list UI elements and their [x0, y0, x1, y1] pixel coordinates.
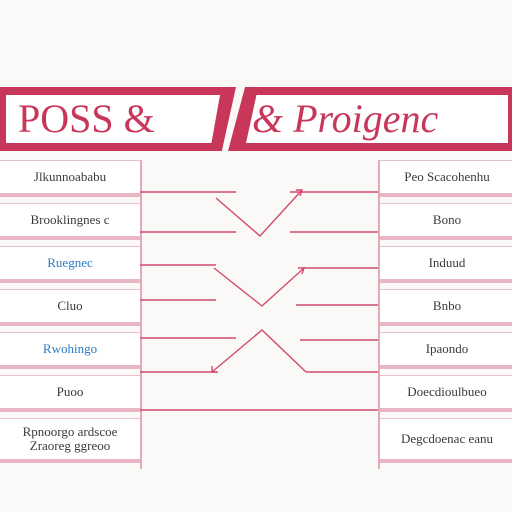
arrow-head-icon — [296, 189, 303, 197]
right-item-label: Doecdioulbueo — [407, 384, 487, 399]
left-item-label: Zraoreg ggreoo — [29, 438, 111, 453]
left-title: POSS & — [18, 96, 155, 141]
right-item-label: Ipaondo — [425, 341, 469, 356]
arrow-head-icon — [298, 267, 305, 275]
left-item: Jlkunnoababu — [0, 160, 140, 197]
right-item: Doecdioulbueo — [380, 375, 512, 412]
left-item: Brooklingnes c — [0, 203, 140, 240]
right-title-banner-inner — [246, 95, 508, 143]
right-item: Ipaondo — [380, 332, 512, 369]
right-item: Peo Scacohenhu — [380, 160, 512, 197]
right-item-label: Degcdoenac eanu — [400, 431, 494, 446]
right-title: & Proigenc — [252, 96, 439, 141]
left-title-banner-inner — [6, 95, 220, 143]
right-item-label: Peo Scacohenhu — [404, 169, 490, 184]
left-item-label: Rpnoorgo ardscoe — [22, 424, 118, 439]
right-item: Bono — [380, 203, 512, 240]
right-item: Induud — [380, 246, 512, 283]
right-item-label: Bono — [432, 212, 462, 227]
left-item-label: Cluo — [57, 298, 83, 313]
left-item-label: Puoo — [56, 384, 84, 399]
right-item-label: Bnbo — [432, 298, 462, 313]
left-item: Cluo — [0, 289, 140, 326]
connector-chevron — [215, 189, 303, 237]
left-item-label: Jlkunnoababu — [33, 169, 107, 184]
left-item-label: Brooklingnes c — [30, 212, 110, 227]
right-item-label: Induud — [428, 255, 466, 270]
connector-chevron — [211, 329, 307, 373]
connector-chevron — [213, 267, 305, 307]
right-item: Bnbo — [380, 289, 512, 326]
left-item: Puoo — [0, 375, 140, 412]
arrow-head-icon — [211, 366, 218, 373]
right-item: Degcdoenac eanu — [380, 418, 512, 463]
left-item-label: Rwohingo — [42, 341, 98, 356]
left-column: Jlkunnoababu Brooklingnes c Ruegnec Cluo… — [0, 160, 142, 469]
left-item: Ruegnec — [0, 246, 140, 283]
left-item: Rpnoorgo ardscoe Zraoreg ggreoo — [0, 418, 140, 463]
right-column: Peo Scacohenhu Bono Induud Bnbo Ipaondo … — [378, 160, 512, 469]
left-item: Rwohingo — [0, 332, 140, 369]
left-item-label: Ruegnec — [47, 255, 93, 270]
